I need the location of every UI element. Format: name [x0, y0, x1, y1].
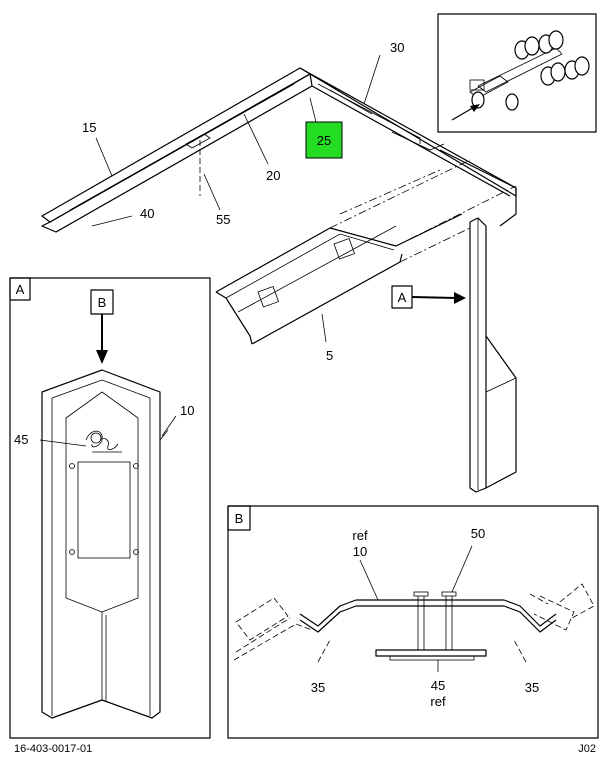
- view-a-tag: A: [16, 282, 25, 297]
- detail-view-a: A B 45 10: [9, 277, 211, 739]
- ref-45-callout: 45: [431, 678, 445, 693]
- svg-text:A: A: [398, 290, 407, 305]
- logo-emblem: [85, 430, 122, 453]
- location-arrow: [451, 104, 480, 121]
- side-headliner-panel: [299, 67, 517, 227]
- detail-view-b: B ref 10 50 35: [227, 505, 599, 739]
- view-a-pointer: A: [391, 285, 466, 309]
- truck-chassis-icon: [469, 30, 590, 111]
- vehicle-location-inset: [437, 13, 597, 133]
- callout-20: 20: [266, 168, 280, 183]
- ref-10-callout: 10: [353, 544, 367, 559]
- callout-40: 40: [140, 206, 154, 221]
- section-profile: [233, 583, 595, 661]
- callout-35-left: 35: [311, 680, 325, 695]
- view-a-frame: [9, 277, 211, 739]
- callout-25: 25: [317, 133, 331, 148]
- view-b-frame: [227, 505, 599, 739]
- callout-35-right: 35: [525, 680, 539, 695]
- view-b-tag: B: [235, 511, 244, 526]
- callout-50: 50: [471, 526, 485, 541]
- callout-25-highlight[interactable]: 25: [305, 121, 343, 159]
- pillar-detail: [41, 369, 169, 719]
- pillar-trim: [469, 217, 517, 493]
- part-number: 16-403-0017-01: [14, 743, 92, 755]
- ref-45-ref-label: ref: [430, 694, 446, 709]
- rear-headliner-panel: [41, 67, 313, 233]
- sheet-id: J02: [578, 743, 596, 755]
- view-b-pointer: B: [98, 295, 107, 310]
- ref-10-ref-label: ref: [352, 528, 368, 543]
- front-headliner-panel: [215, 159, 517, 345]
- callout-10: 10: [180, 403, 194, 418]
- inset-frame: [437, 13, 597, 133]
- callout-15: 15: [82, 120, 96, 135]
- callout-30: 30: [390, 40, 404, 55]
- callout-5: 5: [326, 348, 333, 363]
- highlight-box: [305, 121, 343, 159]
- headliner-assembly: 25 30 15 20 40 55 5 A: [41, 40, 517, 493]
- callout-55: 55: [216, 212, 230, 227]
- callout-45: 45: [14, 432, 28, 447]
